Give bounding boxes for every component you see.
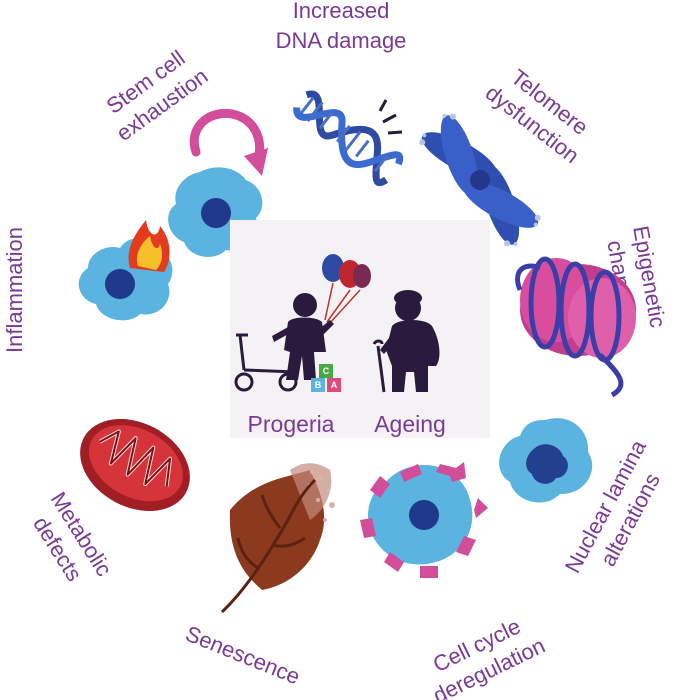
svg-text:A: A [331, 380, 338, 390]
chromosome-icon [419, 113, 541, 247]
balloons-icon [322, 254, 371, 325]
svg-text:B: B [315, 380, 322, 390]
label-senescence-line1: Senescence [182, 621, 304, 690]
label-metabolic: Metabolic defects [28, 487, 117, 585]
progeria-label: Progeria [248, 411, 335, 437]
center-panel [230, 220, 490, 438]
label-telomere: Telomere dysfunction [481, 64, 593, 168]
label-inflammation-line1: Inflammation [2, 227, 27, 353]
abc-blocks-icon: B A C [311, 364, 341, 392]
dna-break-marks-icon [378, 99, 403, 135]
mitochondrion-icon [80, 418, 190, 512]
ageing-label: Ageing [374, 411, 446, 437]
deformed-nucleus-cell-icon [499, 418, 593, 503]
label-dna-damage-line2: DNA damage [276, 28, 407, 53]
label-cell-cycle: Cell cycle deregulation [429, 613, 549, 700]
cell-cycle-arrows-icon [360, 462, 488, 578]
nucleosome-icon [515, 256, 636, 398]
label-inflammation: Inflammation [2, 227, 27, 353]
svg-text:C: C [323, 366, 330, 376]
inflamed-cell-icon [78, 220, 173, 321]
label-dna-damage: Increased DNA damage [276, 0, 407, 53]
withered-leaf-icon [220, 463, 335, 614]
label-senescence: Senescence [182, 621, 304, 690]
dna-helix-icon [293, 90, 404, 187]
elderly-silhouette-icon [372, 290, 440, 393]
child-silhouette-icon [272, 293, 334, 380]
label-dna-damage-line1: Increased [293, 0, 390, 23]
